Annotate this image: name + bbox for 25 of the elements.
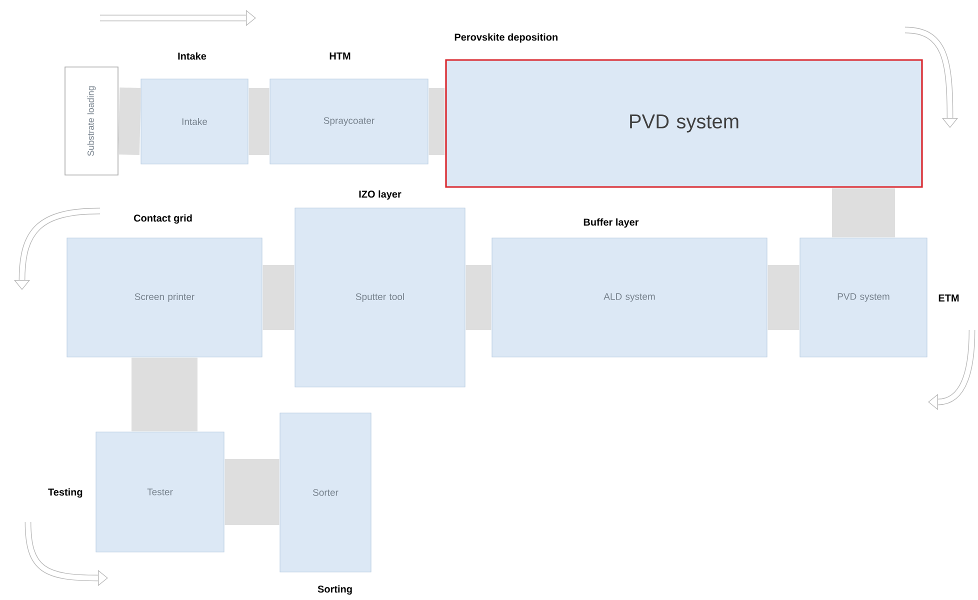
stage-heading: Perovskite deposition — [454, 33, 558, 43]
process-box: PVD system — [800, 238, 928, 358]
process-box: Tester — [96, 432, 224, 552]
process-box: Sputter tool — [294, 208, 466, 388]
conveyor-band — [248, 88, 270, 155]
conveyor-band — [768, 265, 800, 330]
stage-heading: Buffer layer — [584, 218, 639, 228]
stage-heading: Sorting — [318, 585, 352, 595]
highlighted-process-box: PVD system — [445, 59, 923, 188]
conveyor-band — [118, 88, 141, 155]
loading-box: Substrate loading — [64, 66, 118, 176]
stage-heading: HTM — [330, 52, 350, 60]
process-box: ALD system — [492, 238, 768, 358]
process-box: Intake — [140, 78, 248, 164]
process-box: Sorter — [280, 412, 372, 572]
process-box: Spraycoater — [270, 78, 428, 164]
conveyor-band — [466, 265, 492, 330]
stage-heading: Contact grid — [134, 214, 192, 224]
stage-heading: IZO layer — [359, 190, 402, 200]
stage-heading: Intake — [178, 52, 206, 60]
stage-heading: Testing — [48, 488, 82, 498]
process-box: Screen printer — [66, 238, 262, 358]
conveyor-band — [832, 188, 895, 238]
conveyor-band — [428, 88, 445, 155]
stage-heading: ETM — [938, 294, 959, 302]
